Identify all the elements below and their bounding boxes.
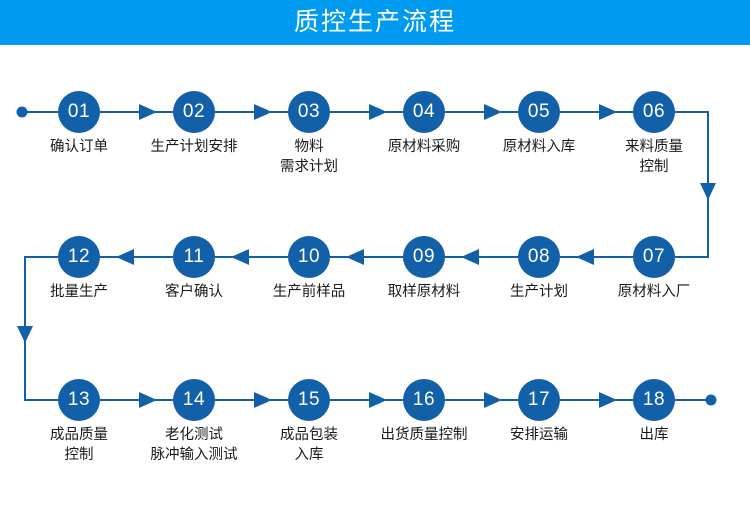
node-label-15: 成品包装 入库 (280, 427, 338, 463)
arrow-04-05 (484, 104, 502, 120)
node-number-02: 02 (173, 91, 215, 133)
header-banner: 质控生产流程 (0, 0, 750, 45)
node-label-13: 成品质量 控制 (50, 427, 108, 463)
node-label-01: 确认订单 (50, 139, 108, 155)
node-label-03: 物料 需求计划 (280, 139, 338, 175)
node-number-03: 03 (288, 91, 330, 133)
arrow-16-17 (484, 392, 502, 408)
line-06-to-07 (675, 111, 709, 258)
node-label-05: 原材料入库 (502, 139, 576, 155)
arrow-08-09 (461, 249, 479, 265)
node-number-16: 16 (403, 379, 445, 421)
node-number-15: 15 (288, 379, 330, 421)
node-label-10: 生产前样品 (272, 284, 346, 300)
node-number-18: 18 (633, 379, 675, 421)
node-label-11: 客户确认 (165, 284, 223, 300)
arrow-02-03 (254, 104, 272, 120)
line-12-to-13 (24, 256, 58, 401)
arrow-14-15 (254, 392, 272, 408)
node-number-07: 07 (633, 236, 675, 278)
node-number-04: 04 (403, 91, 445, 133)
arrow-12-to-13-down (17, 326, 33, 343)
node-label-09: 取样原材料 (387, 284, 461, 300)
arrow-13-14 (139, 392, 157, 408)
start-dot (16, 106, 28, 118)
node-label-18: 出库 (639, 427, 669, 443)
arrow-01-02 (139, 104, 157, 120)
node-number-05: 05 (518, 91, 560, 133)
arrow-07-08 (576, 249, 594, 265)
arrow-03-04 (369, 104, 387, 120)
arrow-17-18 (599, 392, 617, 408)
end-dot (705, 394, 717, 406)
node-label-02: 生产计划安排 (150, 139, 238, 155)
node-label-06: 来料质量 控制 (625, 139, 683, 175)
arrow-05-06 (599, 104, 617, 120)
arrow-15-16 (369, 392, 387, 408)
arrow-09-10 (346, 249, 364, 265)
node-number-13: 13 (58, 379, 100, 421)
node-number-10: 10 (288, 236, 330, 278)
node-number-09: 09 (403, 236, 445, 278)
node-label-16: 出货质量控制 (380, 427, 468, 443)
node-number-14: 14 (173, 379, 215, 421)
arrow-06-to-07-down (700, 183, 716, 200)
node-label-08: 生产计划 (510, 284, 568, 300)
node-label-14: 老化测试 脉冲输入测试 (150, 427, 238, 463)
node-number-17: 17 (518, 379, 560, 421)
node-number-11: 11 (173, 236, 215, 278)
node-label-12: 批量生产 (50, 284, 108, 300)
node-number-06: 06 (633, 91, 675, 133)
node-label-17: 安排运输 (510, 427, 568, 443)
node-label-07: 原材料入厂 (617, 284, 691, 300)
node-number-12: 12 (58, 236, 100, 278)
arrow-11-12 (116, 249, 134, 265)
node-label-04: 原材料采购 (387, 139, 461, 155)
node-number-08: 08 (518, 236, 560, 278)
page-title: 质控生产流程 (293, 8, 456, 36)
node-number-01: 01 (58, 91, 100, 133)
arrow-10-11 (231, 249, 249, 265)
